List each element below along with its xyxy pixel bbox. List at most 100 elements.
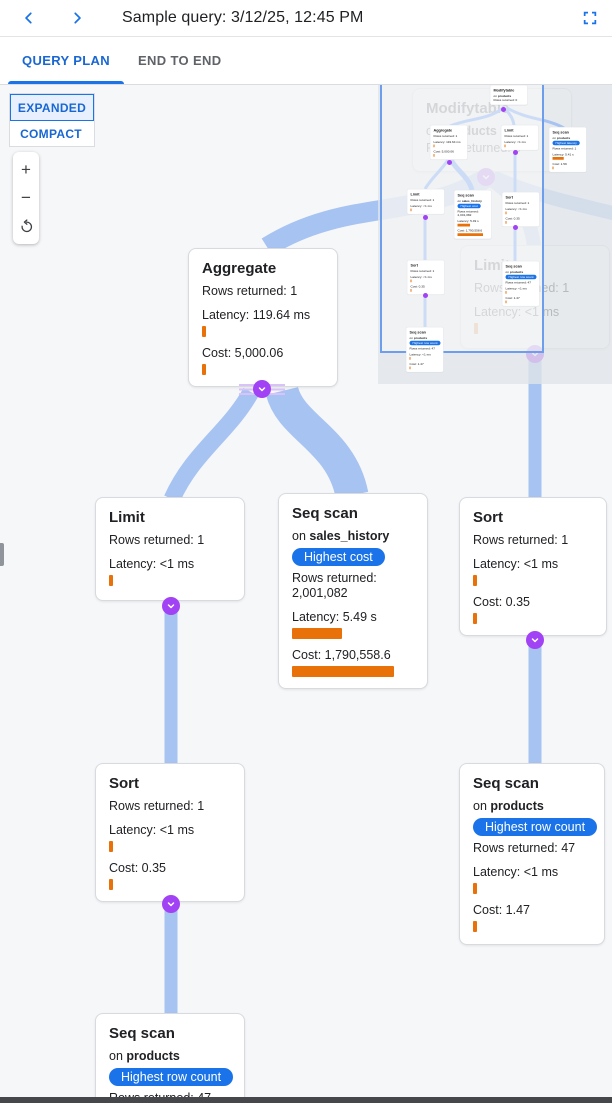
latency-bar <box>409 357 411 360</box>
chevron-left-icon <box>25 12 32 24</box>
node-title: Sort <box>473 509 503 526</box>
rows-returned: Rows returned: 2,001,082 <box>457 209 479 217</box>
node-title: Sort <box>410 263 419 268</box>
highlight-badge: Highest row count <box>409 340 441 346</box>
fullscreen-icon <box>583 11 597 25</box>
latency: Latency: <1 ms <box>109 557 195 571</box>
fullscreen-button[interactable] <box>580 8 600 28</box>
view-mode-toggle: EXPANDED COMPACT <box>9 93 95 147</box>
table-name: products <box>126 1049 180 1063</box>
forward-button[interactable] <box>62 3 92 33</box>
node-title: Seq scan <box>552 130 569 135</box>
reset-zoom-button[interactable] <box>13 212 39 240</box>
latency: Latency: <1 ms <box>410 275 432 279</box>
chevron-right-icon <box>74 12 81 24</box>
latency-bar <box>410 279 412 283</box>
collapse-node-button[interactable] <box>526 631 544 649</box>
cost-bar <box>202 364 206 375</box>
node-title: Limit <box>504 128 514 133</box>
latency-bar <box>504 144 506 148</box>
node-table: on products <box>109 1049 180 1063</box>
rows-returned: Rows returned: 1 <box>433 134 458 138</box>
node-table: on products <box>409 336 428 340</box>
tab-query-plan-label: QUERY PLAN <box>22 53 111 68</box>
cost: Cost: 0.35 <box>410 284 425 289</box>
tab-end-to-end[interactable]: END TO END <box>124 37 235 84</box>
cost: Cost: 1,790,558.6 <box>292 648 391 662</box>
node-table: on products <box>473 799 544 813</box>
cost: Cost: 1.59 <box>552 162 567 166</box>
node-title: Seq scan <box>409 330 426 335</box>
latency: Latency: <1 ms <box>505 207 527 211</box>
latency: Latency: 119.64 ms <box>202 308 311 322</box>
cost: Cost: 1.47 <box>409 362 424 366</box>
expanded-button[interactable]: EXPANDED <box>10 94 94 121</box>
latency-bar <box>552 157 564 160</box>
table-name: products <box>413 336 428 340</box>
rows-returned: Rows returned: 0 <box>493 98 518 102</box>
cost-bar <box>410 289 412 292</box>
cost: Cost: 1.47 <box>505 296 520 300</box>
latency: Latency: <1 ms <box>505 286 527 291</box>
compact-button[interactable]: COMPACT <box>10 121 92 146</box>
zoom-controls: + − <box>13 152 39 244</box>
minus-icon: − <box>21 188 31 207</box>
latency-bar <box>457 223 470 227</box>
node-title: Limit <box>410 192 420 197</box>
collapse-node-button[interactable] <box>162 895 180 913</box>
chevron-down-icon <box>531 638 539 643</box>
highlight-badge: Highest row count <box>473 818 598 836</box>
collapse-node-button[interactable] <box>162 597 180 615</box>
latency: Latency: 119.64 ms <box>433 140 461 144</box>
cost: Cost: 1.47 <box>473 903 530 917</box>
rows-returned: Rows returned: 1 <box>505 201 530 205</box>
cost: Cost: 5,000.06 <box>202 346 284 360</box>
highlight-badge: Highest row count <box>109 1068 234 1086</box>
node-title: Aggregate <box>433 128 453 133</box>
chevron-down-icon <box>167 902 175 907</box>
tab-query-plan[interactable]: QUERY PLAN <box>8 37 125 84</box>
rows-returned: Rows returned: 1 <box>109 533 205 547</box>
collapse-node-button[interactable] <box>253 380 271 398</box>
node-title: Seq scan <box>505 264 522 269</box>
node-table: on products <box>505 270 524 274</box>
node-title: Sort <box>505 195 514 200</box>
node-title: Seq scan <box>473 775 539 792</box>
panel-drag-handle[interactable] <box>0 543 4 566</box>
rows-returned: Rows returned: 1 <box>202 284 298 298</box>
latency: Latency: <1 ms <box>410 204 432 208</box>
zoom-in-button[interactable]: + <box>13 156 39 184</box>
cost-bar <box>433 154 435 157</box>
page-title: Sample query: 3/12/25, 12:45 PM <box>122 9 364 26</box>
minimap-collapse-dot <box>512 224 518 230</box>
node-title: Seq scan <box>292 505 358 522</box>
rows-returned: Rows returned: 2,001,082 <box>292 571 377 600</box>
rows-returned: Rows returned: 1 <box>109 799 205 813</box>
highlight-badge: Highest latency <box>552 140 580 146</box>
compact-label: COMPACT <box>20 126 82 141</box>
zoom-out-button[interactable]: − <box>13 184 39 212</box>
back-button[interactable] <box>14 3 44 33</box>
rows-returned: Rows returned: 1 <box>552 146 577 151</box>
latency: Latency: <1 ms <box>109 823 195 837</box>
table-name: products <box>509 270 524 274</box>
